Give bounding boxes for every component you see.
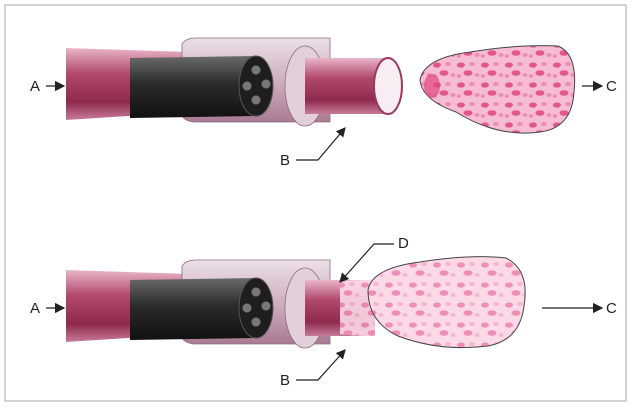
top-panel: A C B bbox=[30, 38, 617, 169]
label-c-2: C bbox=[606, 300, 617, 317]
label-b: B bbox=[280, 152, 290, 169]
label-c: C bbox=[606, 78, 617, 95]
endoscope-body bbox=[130, 56, 255, 118]
tissue-sample-2 bbox=[368, 257, 525, 348]
endoscope-body-2 bbox=[130, 278, 255, 340]
arrow-b bbox=[296, 128, 345, 160]
arrow-b-2 bbox=[296, 350, 345, 380]
label-a-2: A bbox=[30, 300, 40, 317]
tube-opening bbox=[374, 58, 402, 114]
label-d: D bbox=[398, 235, 409, 252]
label-a: A bbox=[30, 78, 40, 95]
tissue-sample bbox=[420, 46, 575, 134]
label-b-2: B bbox=[280, 372, 290, 389]
bottom-panel: A C D B bbox=[30, 235, 617, 389]
